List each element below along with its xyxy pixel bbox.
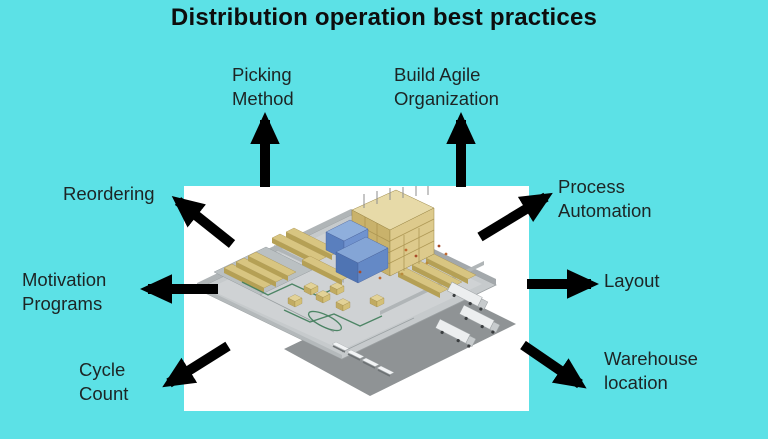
page-title: Distribution operation best practices [170, 4, 598, 31]
node-label-build-agile-organization: Build Agile Organization [394, 64, 499, 109]
arrow-warehouse-location [520, 340, 587, 389]
node-label-warehouse-location: Warehouse location [604, 348, 698, 393]
node-label-process-automation: Process Automation [558, 176, 652, 221]
warehouse-image-panel [184, 186, 529, 411]
node-label-cycle-count: Cycle Count [79, 359, 129, 404]
node-label-reordering: Reordering [63, 183, 155, 204]
node-label-layout: Layout [604, 270, 660, 291]
warehouse-3d-illustration [196, 186, 516, 396]
node-label-picking-method: Picking Method [232, 64, 294, 109]
node-label-motivation-programs: Motivation Programs [22, 269, 107, 314]
